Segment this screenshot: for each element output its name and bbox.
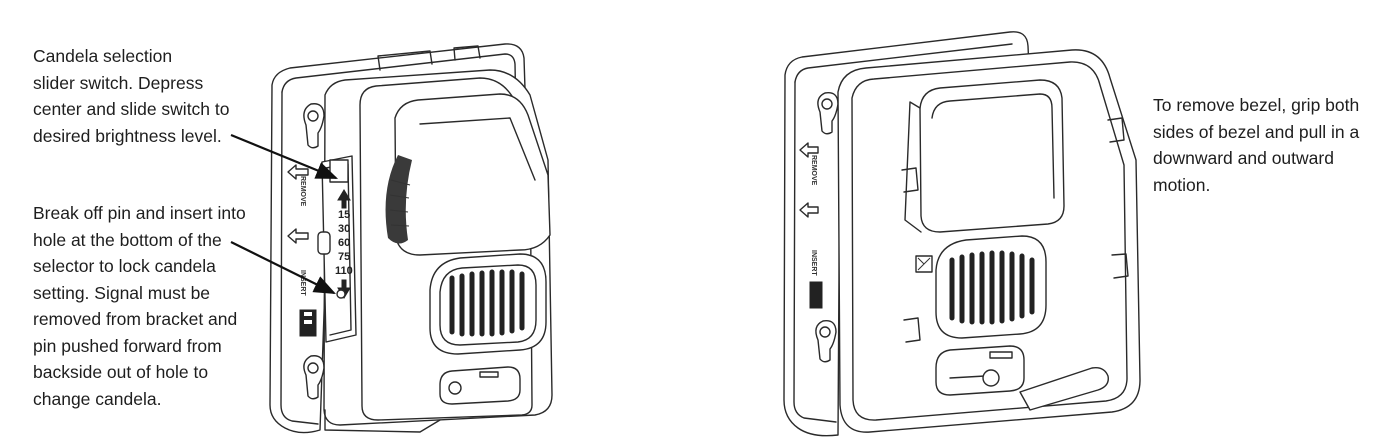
candela-value-110: 110 [335, 265, 353, 277]
insert-label-right: INSERT [810, 250, 817, 276]
candela-value-30: 30 [338, 223, 350, 235]
speaker-grill [429, 253, 547, 355]
arrow-up-icon [337, 189, 351, 209]
insert-label: INSERT [299, 270, 306, 296]
strobe-lens [919, 79, 1065, 233]
remove-bezel-caption: To remove bezel, grip both sides of beze… [1153, 95, 1360, 195]
break-off-pin-caption: Break off pin and insert into hole at th… [33, 203, 246, 409]
keyhole-slot-top [303, 103, 325, 149]
candela-slider-switch: 15 30 60 75 110 [317, 155, 357, 343]
candela-selection-caption: Candela selection slider switch. Depress… [33, 46, 230, 146]
strobe-housing [394, 93, 551, 256]
candela-value-60: 60 [338, 237, 350, 249]
arrow-down-icon [337, 279, 351, 299]
right-device-illustration: REMOVE INSERT [783, 31, 1141, 437]
candela-callout-arrow [230, 133, 339, 180]
left-device-illustration: 15 30 60 75 110 REMOVE INSERT [230, 43, 553, 434]
candela-value-75: 75 [338, 251, 350, 263]
locking-pin [982, 369, 1000, 387]
speaker-grill-right [935, 235, 1047, 339]
bezel-pull-tab [1019, 366, 1109, 411]
remove-label-right: REMOVE [810, 155, 817, 186]
pin-callout-arrow [230, 241, 336, 294]
candela-value-15: 15 [338, 209, 350, 221]
remove-label: REMOVE [299, 176, 306, 207]
